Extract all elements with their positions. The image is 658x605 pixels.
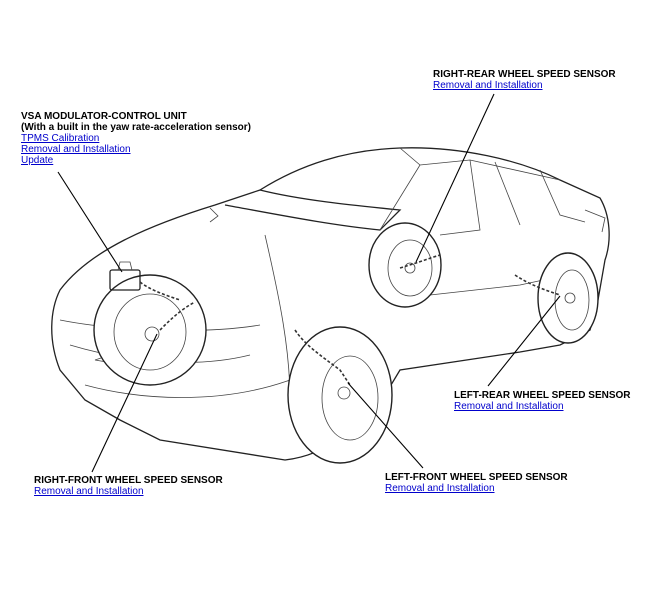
right-front-removal-link[interactable]: Removal and Installation: [34, 486, 144, 497]
left-front-callout: LEFT-FRONT WHEEL SPEED SENSOR Removal an…: [385, 472, 568, 494]
leader-left-rear: [487, 295, 561, 387]
right-rear-title: RIGHT-REAR WHEEL SPEED SENSOR: [433, 69, 616, 80]
right-front-wheel: [93, 274, 207, 386]
vsa-modulator-unit: [109, 261, 181, 301]
leader-left-front: [347, 382, 424, 469]
leader-right-front: [91, 333, 158, 473]
right-front-title: RIGHT-FRONT WHEEL SPEED SENSOR: [34, 475, 223, 486]
rf-sensor-harness: [159, 301, 196, 331]
right-rear-removal-link[interactable]: Removal and Installation: [433, 80, 543, 91]
vsa-title: VSA MODULATOR-CONTROL UNIT: [21, 111, 187, 122]
left-rear-callout: LEFT-REAR WHEEL SPEED SENSOR Removal and…: [454, 390, 631, 412]
left-rear-removal-link[interactable]: Removal and Installation: [454, 401, 564, 412]
right-front-callout: RIGHT-FRONT WHEEL SPEED SENSOR Removal a…: [34, 475, 223, 497]
left-front-wheel: [287, 326, 393, 464]
lr-sensor-harness: [514, 274, 561, 296]
leader-right-rear: [415, 93, 495, 263]
vsa-callout: VSA MODULATOR-CONTROL UNIT (With a built…: [21, 111, 251, 166]
right-rear-callout: RIGHT-REAR WHEEL SPEED SENSOR Removal an…: [433, 69, 616, 91]
tpms-calibration-link[interactable]: TPMS Calibration: [21, 133, 100, 144]
left-front-title: LEFT-FRONT WHEEL SPEED SENSOR: [385, 472, 568, 483]
leader-vsa: [57, 171, 123, 273]
left-rear-title: LEFT-REAR WHEEL SPEED SENSOR: [454, 390, 631, 401]
left-rear-wheel: [537, 252, 599, 344]
vsa-subtitle: (With a built in the yaw rate-accelerati…: [21, 122, 251, 133]
left-front-removal-link[interactable]: Removal and Installation: [385, 483, 495, 494]
right-rear-wheel: [368, 222, 442, 308]
vsa-update-link[interactable]: Update: [21, 155, 54, 166]
lf-sensor-harness: [294, 329, 351, 386]
vsa-removal-link[interactable]: Removal and Installation: [21, 144, 131, 155]
